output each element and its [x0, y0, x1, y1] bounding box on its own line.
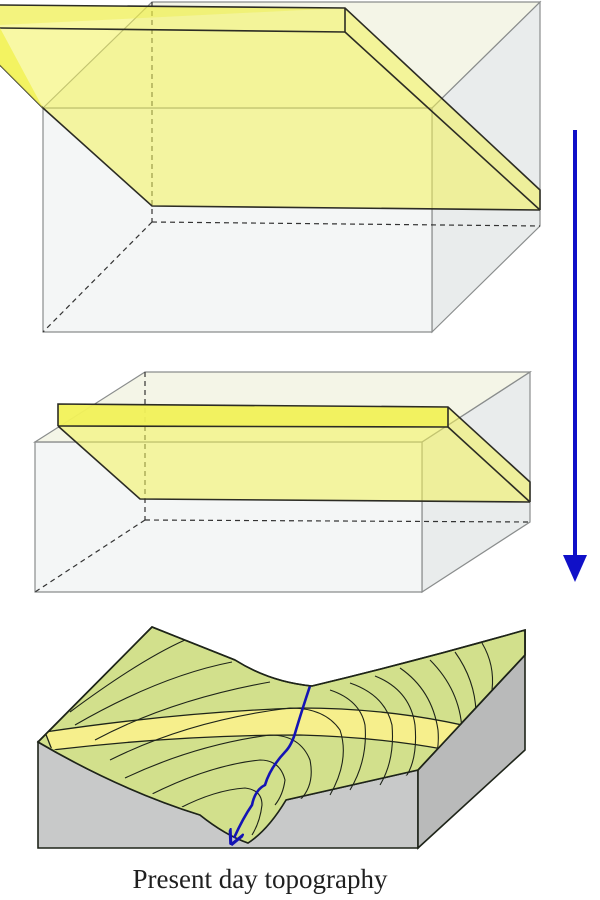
top-block-layer-wedge — [0, 28, 43, 108]
caption: Present day topography — [132, 864, 388, 894]
middle-block-rock-layer — [58, 404, 530, 502]
top-block-rock-layer — [0, 5, 540, 210]
arrow-down-icon — [563, 130, 587, 582]
terrain-block — [36, 626, 526, 850]
terrain-outcrop-band — [44, 707, 525, 769]
top-block — [0, 0, 542, 334]
top-block-layer-edges — [0, 4, 541, 211]
middle-block-layer-edges — [57, 403, 531, 503]
middle-block-layer-top — [58, 404, 448, 427]
middle-block — [32, 370, 533, 594]
terrain-stream — [234, 685, 312, 838]
top-block-layer-outcrop — [0, 5, 345, 25]
terrain-outline — [37, 626, 526, 771]
